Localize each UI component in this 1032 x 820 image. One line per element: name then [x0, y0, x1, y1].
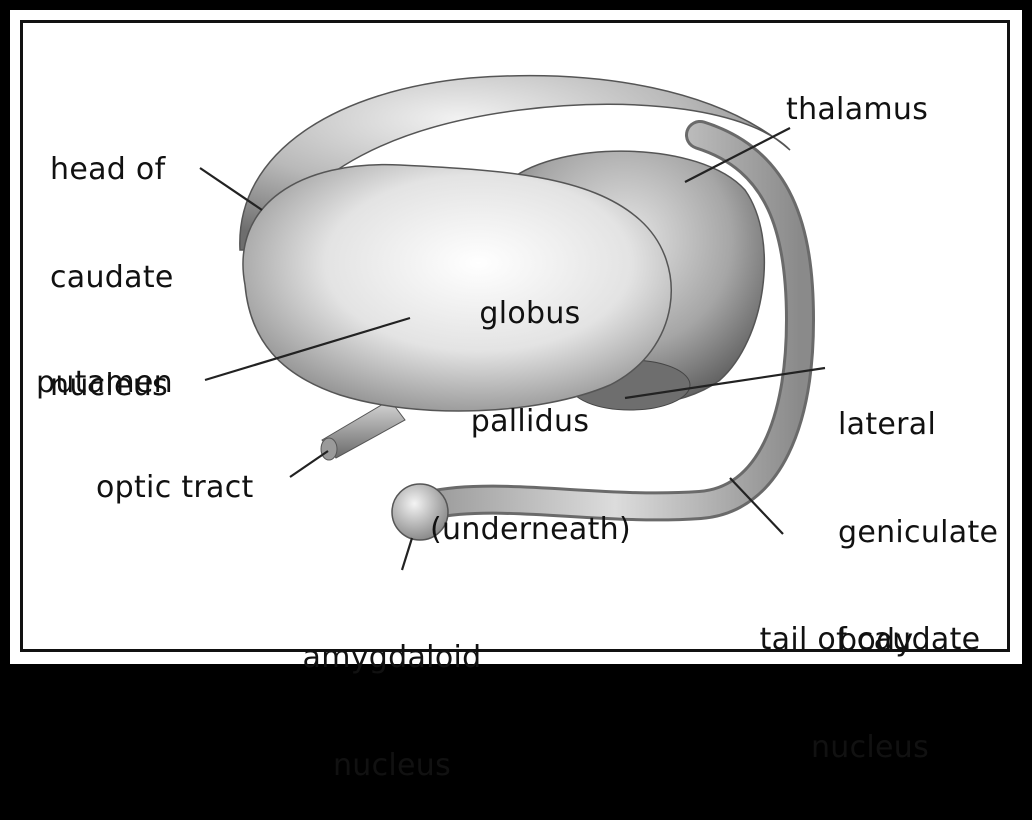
amygdaloid-label: amygdaloid nucleus [282, 568, 502, 820]
thalamus-label: thalamus [786, 92, 928, 128]
globus-pallidus-label: globus pallidus (underneath) [430, 224, 630, 584]
putamen-label: putamen [36, 365, 173, 401]
tail-of-caudate-label: tail of caudate nucleus [740, 550, 1000, 802]
optic-tract-label: optic tract [96, 470, 254, 506]
